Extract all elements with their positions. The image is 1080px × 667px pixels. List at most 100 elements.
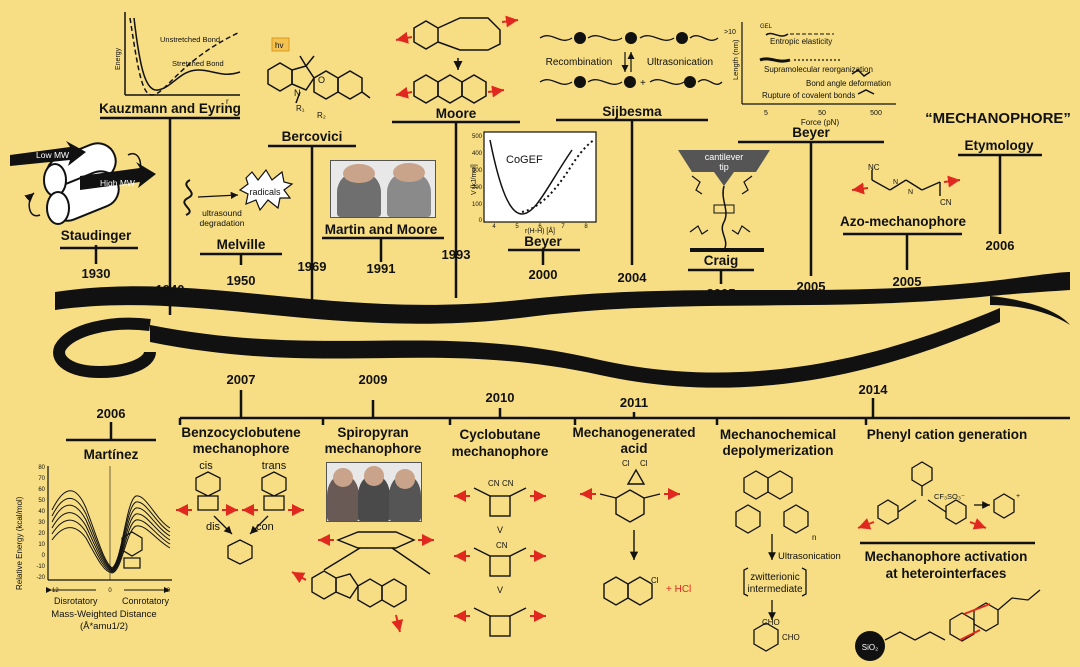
martinez-y-axis-label: Relative Energy (kcal/mol)	[15, 496, 24, 590]
azo-n2: N	[908, 189, 913, 196]
cogef-label: CoGEF	[506, 154, 543, 166]
label-beyer-2000: Beyer	[524, 234, 562, 249]
depoly-n: n	[812, 533, 816, 542]
kauzmann-energy-label: Energy	[115, 47, 122, 70]
melville-radicals-text: radicals	[249, 187, 281, 197]
label-azo-mechanophore: Azo-mechanophore	[840, 214, 967, 229]
sio2-particle-icon	[855, 631, 885, 661]
year-2009: 2009	[359, 372, 388, 387]
label-melville: Melville	[217, 237, 266, 252]
azo-nc: NC	[868, 163, 880, 172]
depoly-cho-2: CHO	[782, 633, 800, 642]
bottom-tick-lines	[66, 390, 1070, 545]
year-2010: 2010	[486, 390, 515, 405]
martinez-ytick: 40	[38, 509, 45, 515]
bercovici-hv: hv	[275, 41, 283, 50]
martinez-xtick-12: 12	[163, 588, 170, 594]
acid-cl-3: Cl	[651, 576, 659, 585]
beyer-xtick-5: 5	[764, 110, 768, 117]
cogef-y-axis-label: V [kJ/mol]	[471, 164, 478, 195]
year-2005-azo: 2005	[893, 274, 922, 289]
label-bercovici: Bercovici	[282, 129, 343, 144]
benzo-cis: cis	[199, 460, 213, 472]
cogef-plot-frame	[483, 131, 597, 223]
cogef-xtick: 5	[515, 224, 519, 230]
phenyl-cation-structures	[877, 461, 1015, 525]
phenyl-force-arrows	[857, 518, 987, 530]
cogef-xtick: 6	[538, 224, 542, 230]
martinez-ytick: 20	[38, 531, 45, 537]
label-benzocyclobutene-1: Benzocyclobutene	[181, 425, 301, 440]
beyer-force-length-plot	[741, 22, 896, 105]
phenyl-counterion: CF₃SO₃⁻	[934, 492, 965, 501]
beyer-supramolecular: Supramolecular reorganization	[764, 65, 873, 74]
azo-n1: N	[893, 179, 898, 186]
depoly-cho-1: CHO	[762, 618, 780, 627]
martinez-x-axis-label: Mass-Weighted Distance	[51, 609, 156, 620]
martinez-ytick: -10	[36, 564, 45, 570]
year-1950: 1950	[227, 273, 256, 288]
cyclobutane-cn-1: CN	[488, 479, 500, 488]
acid-cl-1: Cl	[622, 459, 630, 468]
cyclobutane-cn-2: CN	[502, 479, 514, 488]
year-2007: 2007	[227, 372, 256, 387]
melville-ultrasound-text: ultrasound	[202, 208, 242, 218]
martinez-conrotatory: Conrotatory	[122, 596, 170, 606]
acid-cl-2: Cl	[640, 459, 648, 468]
azo-force-arrows	[851, 175, 961, 195]
martinez-ytick: 80	[38, 465, 45, 471]
martinez-xtick-neg12: -12	[50, 588, 59, 594]
benzocyclobutene-structures	[195, 471, 287, 565]
staudinger-high-mw: High MW	[100, 178, 135, 188]
label-cyclobutane-2: mechanophore	[452, 444, 549, 459]
martinez-energy-plot	[46, 466, 172, 593]
cyclobutane-cn-3: CN	[496, 541, 508, 550]
year-2006-etymology: 2006	[986, 238, 1015, 253]
kauzmann-energy-plot	[124, 12, 241, 96]
craig-tip-text: tip	[719, 162, 729, 172]
beyer-gel-tag: GEL	[760, 24, 773, 30]
kauzmann-unstretched-label: Unstretched Bond	[160, 35, 220, 44]
year-1969: 1969	[298, 259, 327, 274]
label-craig: Craig	[704, 253, 739, 268]
cogef-curve-dotted	[521, 139, 595, 213]
melville-degradation-text: degradation	[200, 218, 245, 228]
mechanogenerated-acid-structures	[599, 468, 661, 606]
label-heterointerfaces-1: Mechanophore activation	[865, 549, 1028, 564]
depoly-zwitterionic: zwitterionic	[750, 572, 799, 583]
label-cyclobutane-1: Cyclobutane	[459, 427, 541, 442]
cogef-x-axis-label: r(H-H) [Å]	[525, 226, 555, 235]
moore-enediyne-structure	[413, 17, 501, 104]
martinez-disrotatory: Disrotatory	[54, 596, 98, 606]
year-2005-beyer: 2005	[797, 279, 826, 294]
bercovici-r1: R₁	[296, 104, 305, 113]
benzo-con: con	[256, 521, 274, 533]
label-heterointerfaces-2: at heterointerfaces	[886, 566, 1007, 581]
label-phenyl-cation: Phenyl cation generation	[867, 427, 1028, 442]
sijbesma-plus: +	[640, 78, 646, 89]
beyer-entropic-elasticity: Entropic elasticity	[770, 37, 832, 46]
label-mechanogenerated-2: acid	[620, 441, 647, 456]
phenyl-plus: +	[1016, 493, 1020, 500]
kauzmann-stretched-label: Stretched Bond	[172, 59, 224, 68]
benzo-dis: dis	[206, 521, 221, 533]
label-spiropyran-1: Spiropyran	[337, 425, 408, 440]
year-2005-craig: 2005	[707, 286, 736, 301]
martinez-xtick-0: 0	[108, 588, 112, 594]
kauzmann-r-label: r	[226, 97, 229, 106]
depoly-intermediate: intermediate	[747, 584, 802, 595]
hetero-sio2: SiO₂	[862, 643, 878, 652]
radicals-burst-icon	[238, 168, 294, 212]
cogef-ytick: 300	[472, 168, 483, 174]
bercovici-r2: R₂	[317, 111, 326, 120]
timeline-ribbon	[53, 272, 1070, 388]
label-staudinger: Staudinger	[61, 228, 132, 243]
martinez-ytick: 10	[38, 542, 45, 548]
martinez-ytick: 70	[38, 476, 45, 482]
bercovici-o: O	[318, 75, 325, 85]
staudinger-rollers-illustration	[10, 141, 156, 225]
year-1991: 1991	[367, 261, 396, 276]
label-martin-moore: Martin and Moore	[325, 222, 438, 237]
